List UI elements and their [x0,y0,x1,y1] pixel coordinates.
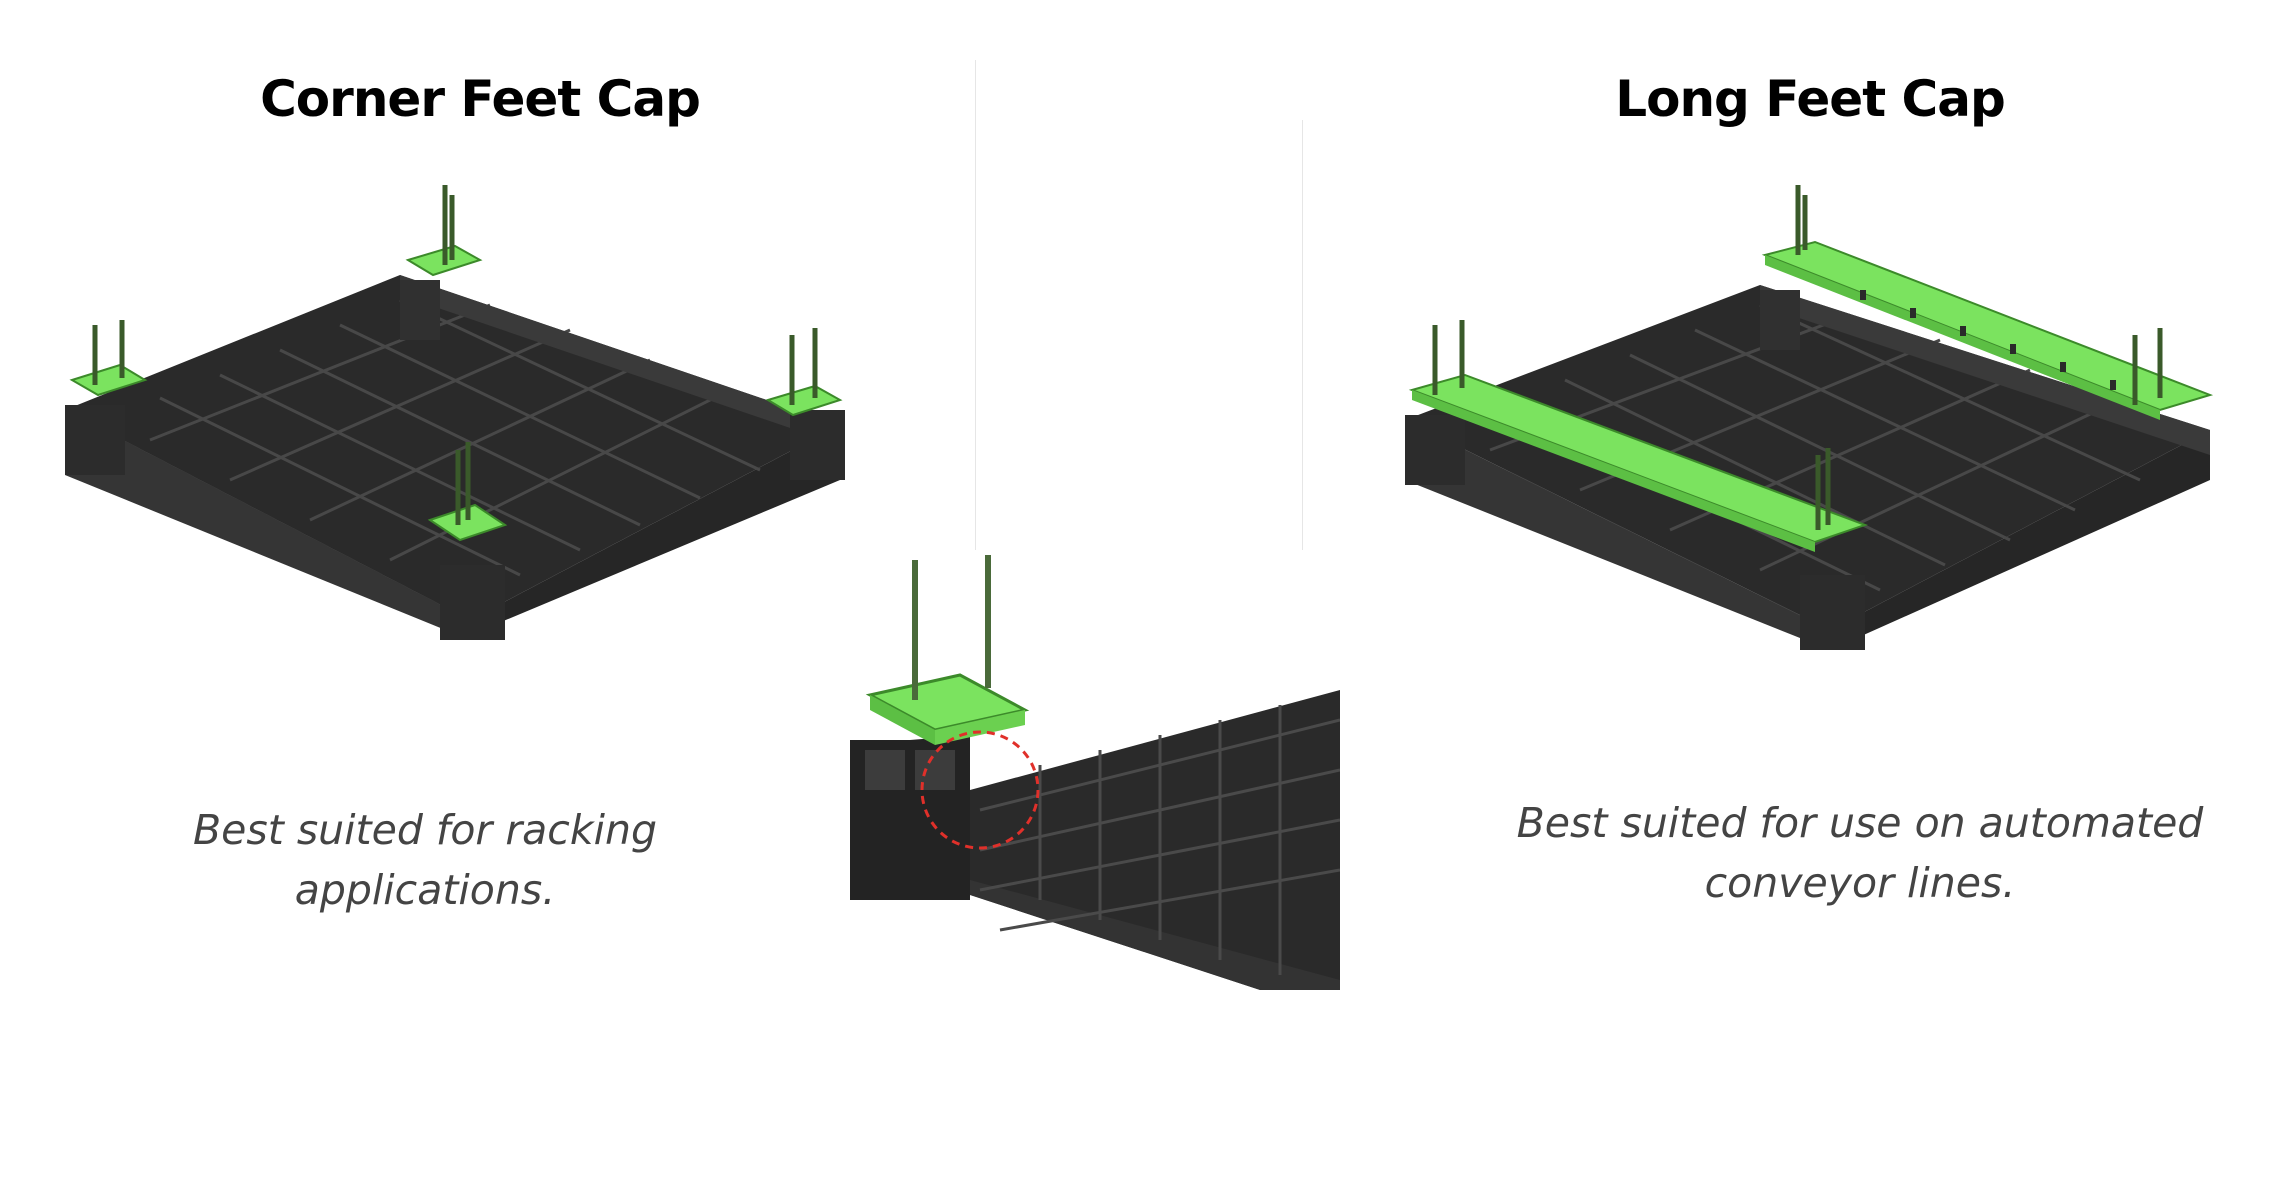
long-feet-cap-title: Long Feet Cap [1615,70,2006,128]
corner-feet-cap-title: Corner Feet Cap [260,70,701,128]
corner-feet-cap-pallet-illustration [65,185,845,640]
corner-cap-detail-illustration [850,555,1340,990]
long-feet-cap-caption: Best suited for use on automated conveyo… [1450,793,2270,913]
caption-line: applications. [294,866,556,914]
caption-line: Best suited for use on automated [1516,799,2204,847]
divider-line-right [1302,120,1303,550]
corner-feet-cap-caption: Best suited for racking applications. [120,800,730,920]
caption-line: Best suited for racking [193,806,657,854]
caption-line: conveyor lines. [1704,859,2016,907]
long-feet-cap-pallet-illustration [1405,185,2214,650]
divider-line-left [975,60,976,550]
